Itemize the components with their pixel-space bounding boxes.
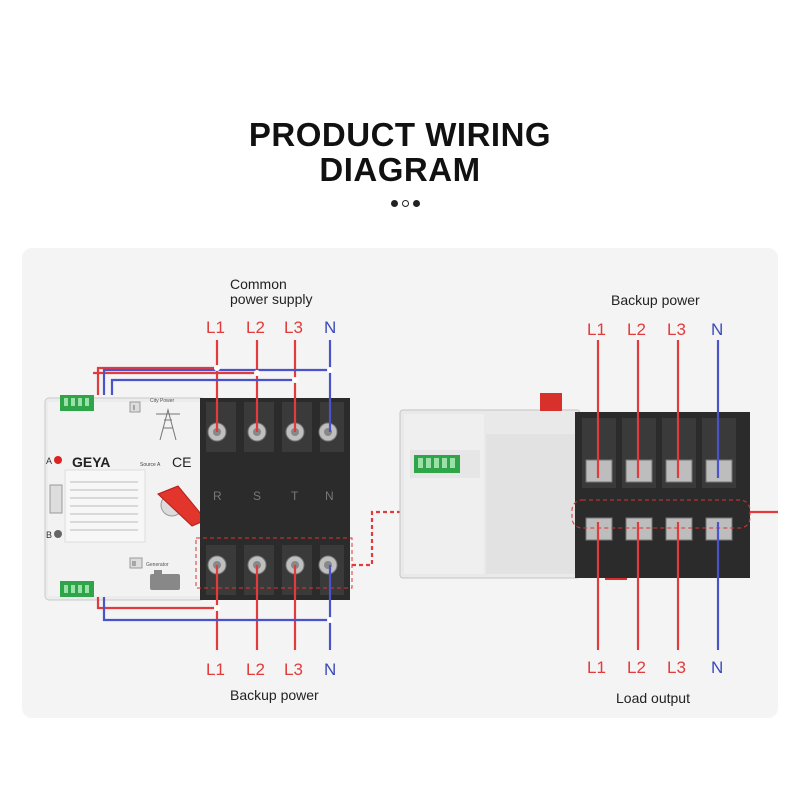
load-output-caption: Load output [616,690,690,706]
source-a-label: Source A [140,462,161,468]
right-bottom-terminal-n: N [711,658,723,677]
brand-logo: GEYA [72,454,110,470]
left-backup-power-caption: Backup power [230,687,319,703]
left-wiring [93,340,400,650]
generator-label: Generator [146,562,169,568]
led-b-label: B [46,530,52,540]
left-top-terminal-l2: L2 [246,318,265,337]
left-bottom-terminal-n: N [324,660,336,679]
right-top-terminal-l2: L2 [627,320,646,339]
generator-icon [150,570,180,590]
right-bottom-terminal-l2: L2 [627,658,646,677]
phase-letter-r: R [213,489,222,503]
right-backup-power-caption: Backup power [611,292,700,308]
common-power-caption-line-2: power supply [230,291,313,307]
right-bottom-terminal-l1: L1 [587,658,606,677]
led-a-label: A [46,456,52,466]
right-bottom-terminal-l3: L3 [667,658,686,677]
ce-mark: CE [172,454,191,470]
city-power-label: City Power [150,398,175,404]
left-bottom-terminal-l3: L3 [284,660,303,679]
right-top-terminal-l1: L1 [587,320,606,339]
carousel-dot[interactable] [391,200,398,207]
common-power-caption-line-1: Common [230,276,287,292]
page-title-line-2: DIAGRAM [319,151,481,188]
phase-letter-n: N [325,489,334,503]
left-top-terminal-l1: L1 [206,318,225,337]
phase-letter-t: T [291,489,299,503]
right-wiring [596,340,778,650]
power-pylon-icon [156,408,180,441]
top-red-clip [540,393,562,411]
led-b-indicator [54,530,62,538]
left-bottom-terminal-l2: L2 [246,660,265,679]
left-top-terminal-l3: L3 [284,318,303,337]
led-a-indicator [54,456,62,464]
right-transfer-switch [399,393,751,580]
right-top-terminal-n: N [711,320,723,339]
carousel-dots [388,199,428,209]
page-title-line-1: PRODUCT WIRING [248,116,552,153]
source-1-label: I [133,405,135,412]
phase-letter-s: S [253,489,261,503]
carousel-dot[interactable] [413,200,420,207]
source-2-label: II [132,561,136,568]
transfer-handle[interactable] [157,485,207,527]
carousel-dot-active[interactable] [402,200,409,207]
left-transfer-switch: A B GEYA CE Source A I II City Power Gen… [44,395,353,601]
left-bottom-terminal-l1: L1 [206,660,225,679]
right-top-terminal-l3: L3 [667,320,686,339]
left-top-terminal-n: N [324,318,336,337]
